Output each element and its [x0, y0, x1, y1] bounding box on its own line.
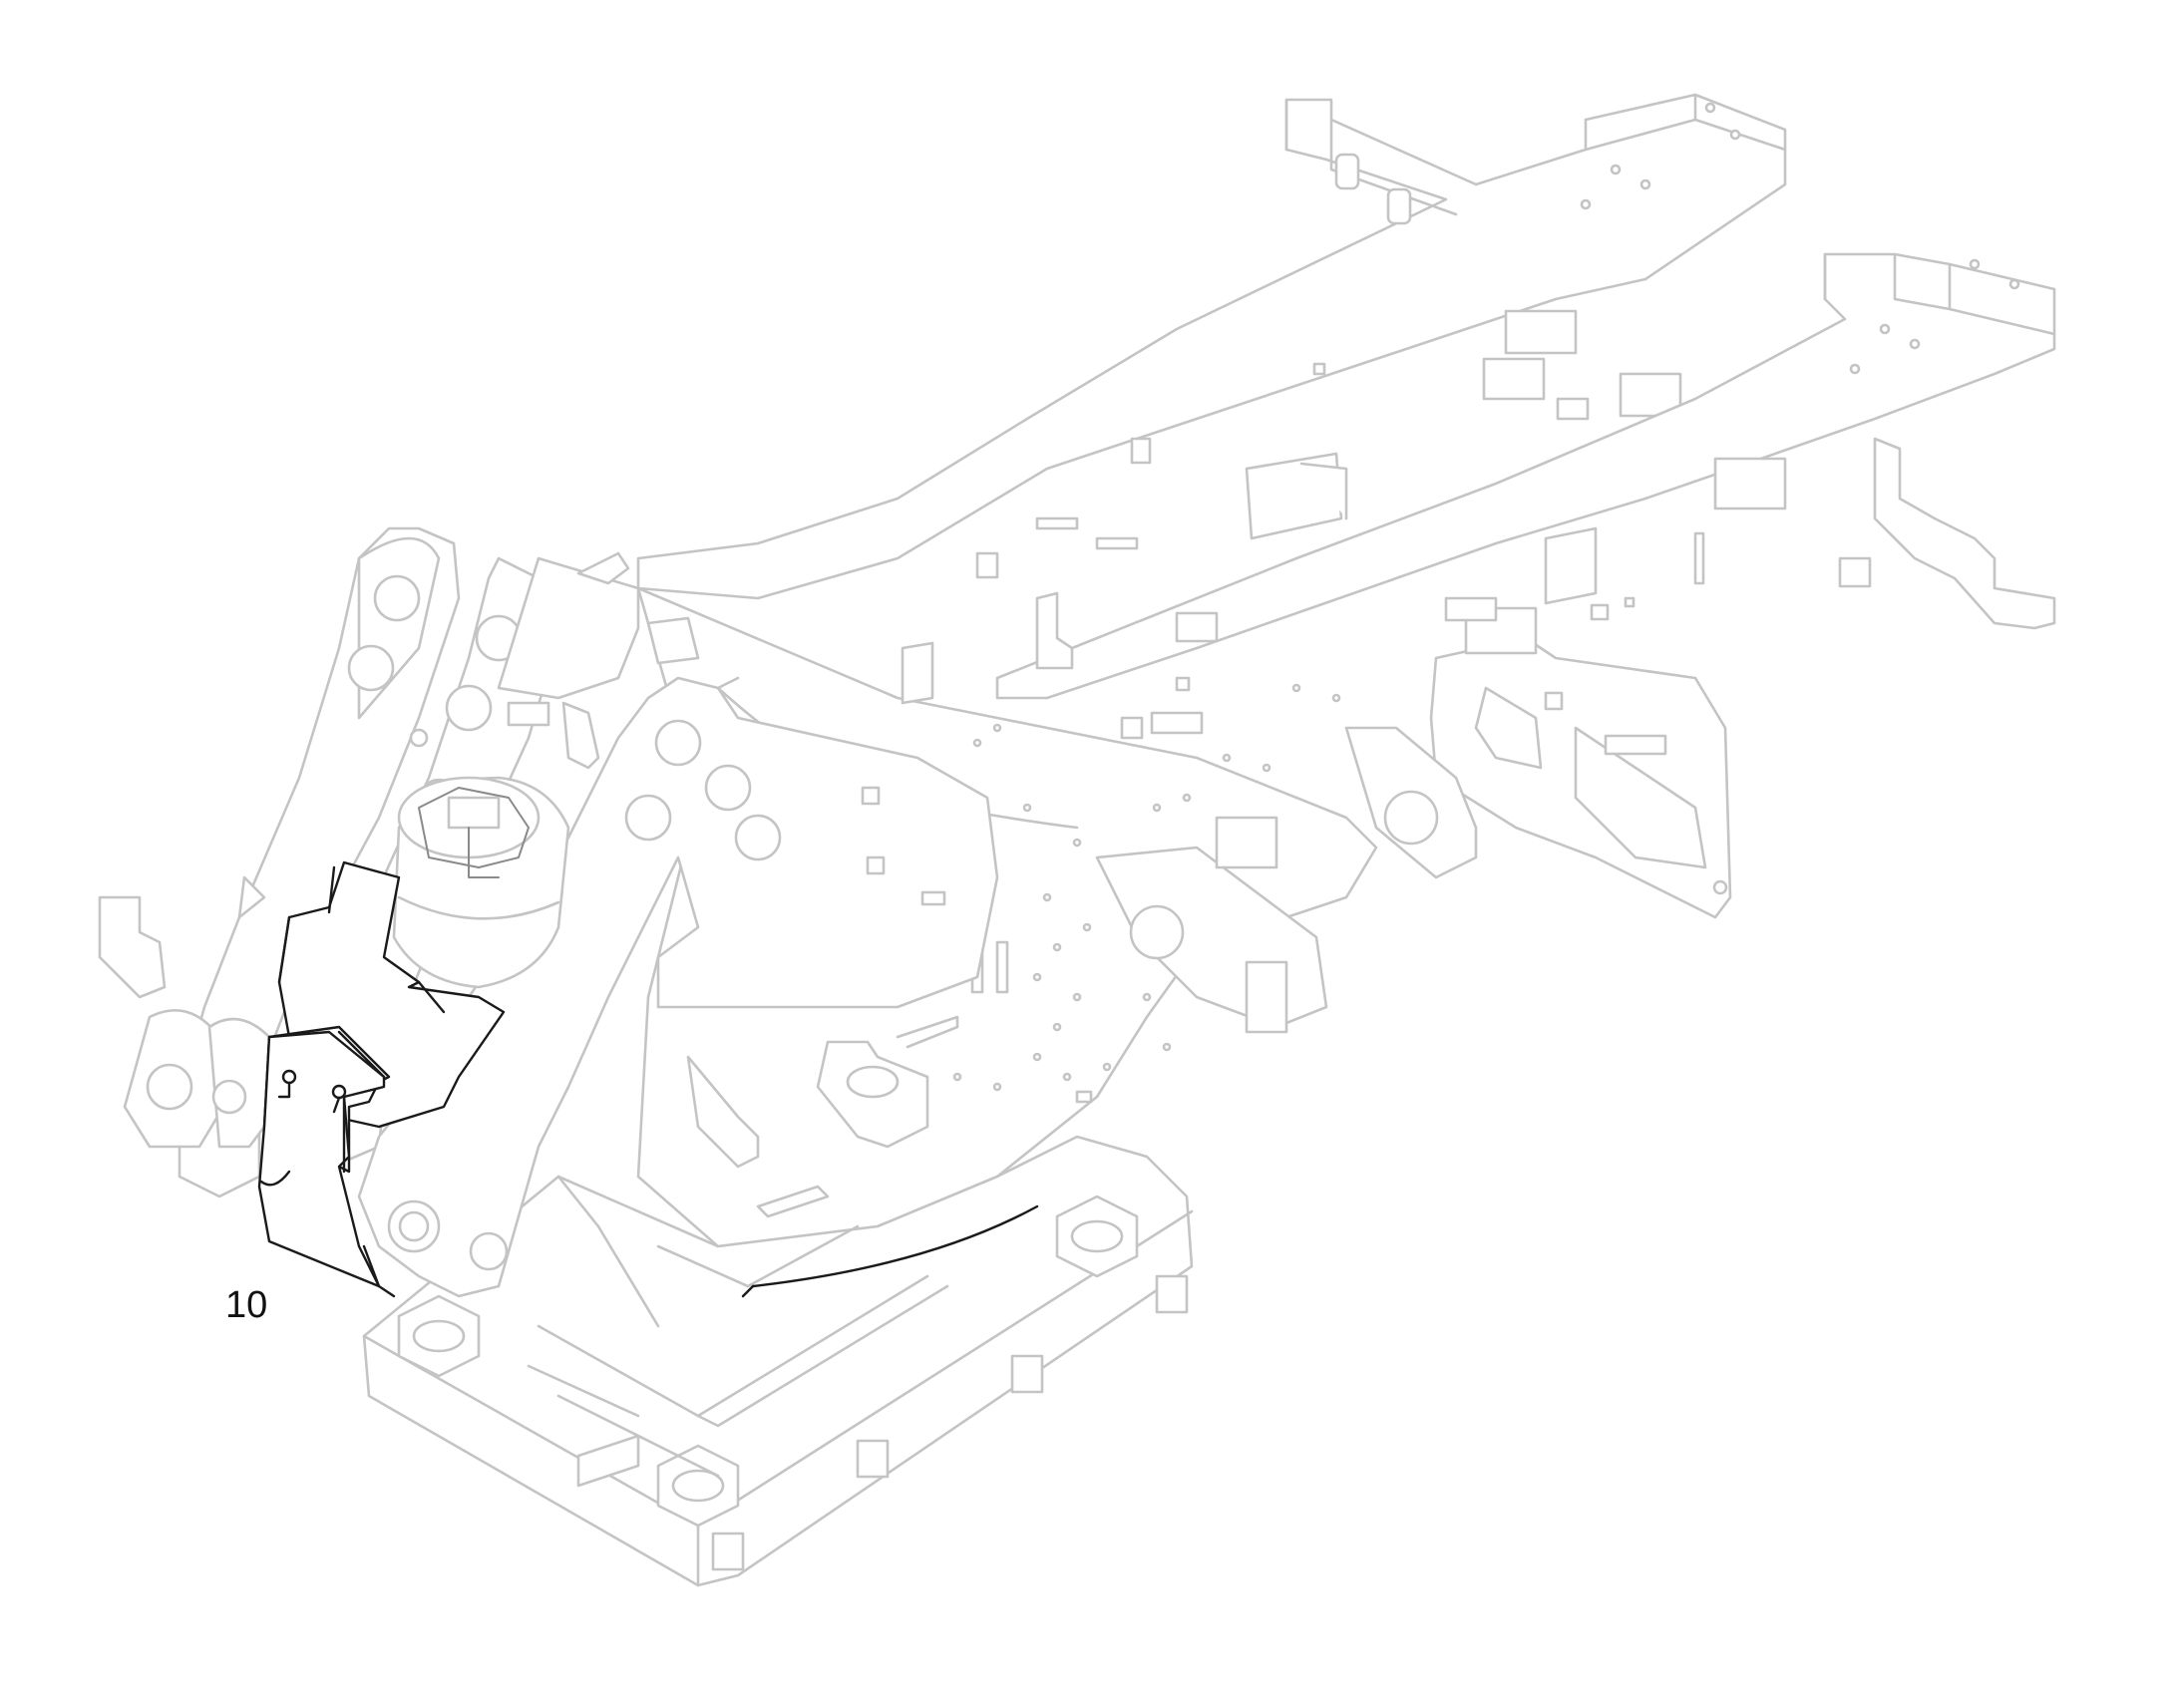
upper-frame-rail: [636, 93, 1787, 600]
slew-motor-assembly: [392, 591, 1074, 989]
misc-brackets: [975, 516, 1498, 740]
callout-label-10: 10: [225, 1284, 268, 1326]
center-boom-arms: [357, 676, 999, 1298]
lower-carriage-frame: [362, 1040, 1194, 1587]
bolt-icon: [331, 1084, 347, 1114]
middle-frame-rail: [995, 252, 2056, 700]
rear-cross-member: [1429, 606, 1732, 919]
part-10-guard-plates: [257, 860, 1039, 1298]
bolt-icon: [277, 1069, 297, 1099]
